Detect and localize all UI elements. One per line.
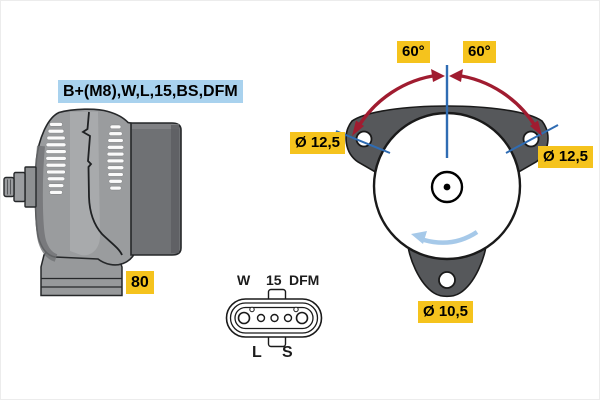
vent-slots-front [45,122,67,195]
mounting-hole-bottom [438,271,456,289]
angle-label-right: 60° [463,41,496,63]
connector-pin-label-w: W [237,272,251,288]
angle-label-left: 60° [397,41,430,63]
alternator-front-view [335,65,559,298]
dimension-label-80: 80 [126,271,154,295]
angle-arc-left [352,69,445,136]
hole-axis-line-right [505,124,559,154]
hole-diameter-label-right: Ø 12,5 [538,146,594,168]
hole-diameter-label-left: Ø 12,5 [290,132,346,154]
shaft-center-dot [443,183,451,191]
body-contour-line [81,111,123,256]
connector-pin-label-dfm: DFM [289,272,320,288]
rear-cover [130,122,182,256]
hole-diameter-label-bottom: Ø 10,5 [418,301,474,323]
connector-pin-label-s: S [282,344,293,361]
angle-arc-right [449,69,542,136]
connector-pin-label-l: L [252,344,262,361]
alternator-side-view [3,108,182,297]
vent-slots-rear [106,124,125,191]
connector-pins [237,306,309,325]
body-left-shade [34,145,58,262]
terminals-label: B+(M8),W,L,15,BS,DFM [58,80,243,104]
pulley [3,166,37,208]
rotation-direction-arrow [411,230,479,245]
connector-pin-label-15: 15 [266,272,282,288]
terminal-connector-diagram [225,288,323,348]
